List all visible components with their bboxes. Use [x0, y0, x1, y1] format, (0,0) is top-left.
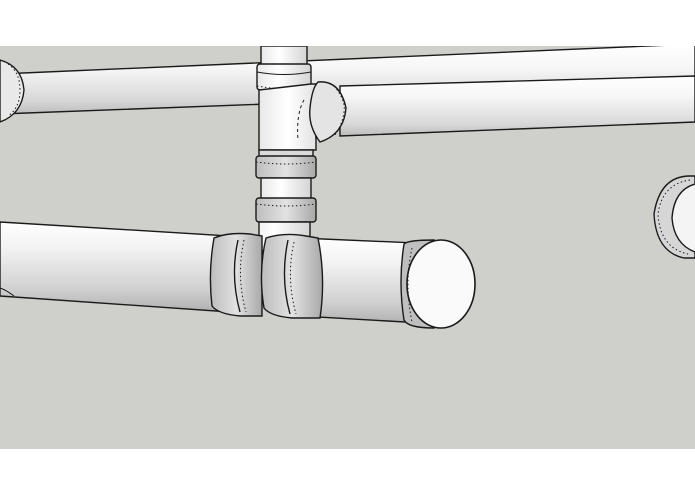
vertical-pipe-segment [260, 177, 312, 201]
upper-pipe-left-coupling [0, 59, 25, 123]
pipe-model-scene [0, 46, 695, 449]
vertical-pipe-coupling-1 [255, 149, 317, 179]
upper-tee-fitting [258, 81, 347, 151]
vertical-drop-pipe[interactable] [256, 46, 312, 91]
vertical-pipe-coupling-2 [255, 197, 317, 223]
upper-horizontal-pipe[interactable] [0, 46, 695, 137]
lower-tee-coupling-right [260, 233, 324, 319]
lower-tee-coupling-left [209, 232, 263, 317]
top-letterbox [0, 0, 695, 46]
lower-pipe-end-cap [400, 239, 476, 329]
bottom-letterbox [0, 449, 695, 494]
model-viewport[interactable] [0, 46, 695, 449]
right-edge-pipe-end [653, 175, 695, 259]
